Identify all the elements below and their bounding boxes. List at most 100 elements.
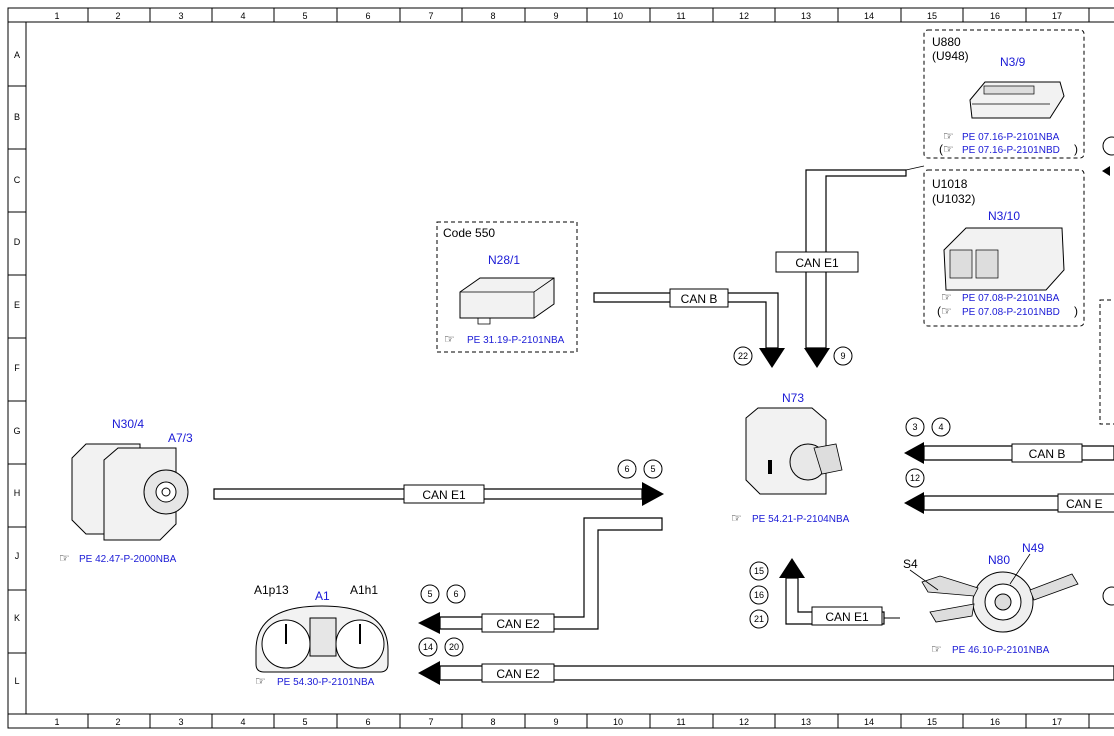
can-e2-k-label: CAN E2 <box>496 617 540 631</box>
a1-ref: PE 54.30-P-2101NBA <box>277 677 375 688</box>
can-e1-mid-label: CAN E1 <box>422 488 466 502</box>
can-b-top-arrow <box>759 348 785 368</box>
n3-9-ref-1: PE 07.16-P-2101NBA <box>962 132 1060 143</box>
svg-text:14: 14 <box>423 642 433 652</box>
n3-9-variant-u948: (U948) <box>932 49 969 63</box>
can-e1-top-arrow <box>804 348 830 368</box>
svg-text:15: 15 <box>754 566 764 576</box>
offpage-arrow-c <box>1102 166 1110 176</box>
col-label-top-11: 11 <box>676 11 685 21</box>
n3-10-label: N3/10 <box>988 209 1020 223</box>
col-label-bot-16: 16 <box>990 717 1000 727</box>
row-label-K: K <box>14 613 20 623</box>
col-label-bot-5: 5 <box>302 717 307 727</box>
pin-14 <box>418 637 438 657</box>
col-label-bot-12: 12 <box>739 717 749 727</box>
n73-ignition-switch-image <box>745 407 843 495</box>
n28-1-group-box <box>436 221 578 353</box>
pin-21 <box>749 609 769 629</box>
pin-15 <box>749 561 769 581</box>
n3-9-ref-2: PE 07.16-P-2101NBD <box>962 145 1060 156</box>
n3-9-label: N3/9 <box>1000 55 1026 69</box>
n30-4-ref: PE 42.47-P-2000NBA <box>79 554 177 565</box>
can-e2-k-bus <box>439 517 663 630</box>
svg-text:☞: ☞ <box>255 674 266 688</box>
n73-label: N73 <box>782 391 804 405</box>
col-label-top-6: 6 <box>365 11 370 21</box>
can-b-top-label-box <box>669 288 729 308</box>
n3-9-ecu-image <box>969 81 1065 119</box>
svg-text:9: 9 <box>840 351 845 361</box>
svg-text:☞: ☞ <box>59 551 70 565</box>
pin-4 <box>931 417 951 437</box>
pin-3 <box>905 417 925 437</box>
diagram-frame <box>7 7 1114 729</box>
row-label-F: F <box>14 363 20 373</box>
pin-16 <box>749 585 769 605</box>
col-label-bot-17: 17 <box>1052 717 1062 727</box>
col-label-bot-2: 2 <box>115 717 120 727</box>
n3-10-ref-2: PE 07.08-P-2101NBD <box>962 307 1060 318</box>
offpage-pin-c <box>1102 136 1114 156</box>
can-e1-top-label: CAN E1 <box>795 256 839 270</box>
col-label-top-9: 9 <box>553 11 558 21</box>
svg-text:16: 16 <box>754 590 764 600</box>
col-label-bot-7: 7 <box>428 717 433 727</box>
n3-10-ref-1: PE 07.08-P-2101NBA <box>962 293 1060 304</box>
col-label-top-2: 2 <box>115 11 120 21</box>
can-e1-mid-arrow <box>642 482 664 506</box>
col-label-top-3: 3 <box>178 11 183 21</box>
can-b-right-label: CAN B <box>1029 447 1066 461</box>
can-e2-k-arrow <box>418 612 440 634</box>
col-label-bot-15: 15 <box>927 717 937 727</box>
col-label-bot-1: 1 <box>54 717 59 727</box>
svg-text:4: 4 <box>938 422 943 432</box>
can-e1-k-label-box <box>811 606 883 626</box>
can-e1-top-label-box <box>775 251 859 273</box>
svg-text:5: 5 <box>650 464 655 474</box>
a1-label: A1 <box>315 589 330 603</box>
can-b-top-label: CAN B <box>681 292 718 306</box>
col-label-top-8: 8 <box>490 11 495 21</box>
col-label-top-15: 15 <box>927 11 937 21</box>
row-label-H: H <box>14 488 21 498</box>
can-e2-l-label-box <box>481 663 555 683</box>
svg-text:22: 22 <box>738 351 748 361</box>
pin-6-top <box>617 459 637 479</box>
row-label-E: E <box>14 300 20 310</box>
n28-1-module-image <box>459 277 555 325</box>
col-label-top-16: 16 <box>990 11 1000 21</box>
svg-text:☞: ☞ <box>444 332 455 346</box>
n28-1-ref: PE 31.19-P-2101NBA <box>467 335 565 346</box>
n49-label: N49 <box>1022 541 1044 555</box>
row-label-J: J <box>15 551 20 561</box>
col-label-bot-3: 3 <box>178 717 183 727</box>
col-label-bot-6: 6 <box>365 717 370 727</box>
n30-4-abs-unit-image <box>71 443 189 541</box>
col-label-bot-13: 13 <box>801 717 811 727</box>
svg-text:3: 3 <box>912 422 917 432</box>
svg-text:5: 5 <box>427 589 432 599</box>
row-label-D: D <box>14 237 21 247</box>
n3-9-group-box <box>923 29 1085 159</box>
can-e1-k-arrow <box>779 558 805 578</box>
a1-p13-label: A1p13 <box>254 583 289 597</box>
col-label-top-12: 12 <box>739 11 749 21</box>
col-label-top-17: 17 <box>1052 11 1062 21</box>
can-b-right-arrow <box>904 442 924 464</box>
a1-h1-label: A1h1 <box>350 583 378 597</box>
svg-text:☞: ☞ <box>931 642 942 656</box>
n3-10-variant-u1018: U1018 <box>932 177 968 191</box>
can-e1-mid-label-box <box>403 484 485 504</box>
col-label-top-14: 14 <box>864 11 874 21</box>
can-e-right-arrow <box>904 492 924 514</box>
row-label-L: L <box>14 676 19 686</box>
col-label-bot-9: 9 <box>553 717 558 727</box>
n3-10-group-box <box>923 169 1085 327</box>
offpage-pin-k <box>1102 586 1114 606</box>
pin-6-bottom <box>446 584 466 604</box>
col-label-bot-10: 10 <box>613 717 623 727</box>
row-label-C: C <box>14 175 21 185</box>
n80-label: N80 <box>988 553 1010 567</box>
pin-12 <box>905 468 925 488</box>
